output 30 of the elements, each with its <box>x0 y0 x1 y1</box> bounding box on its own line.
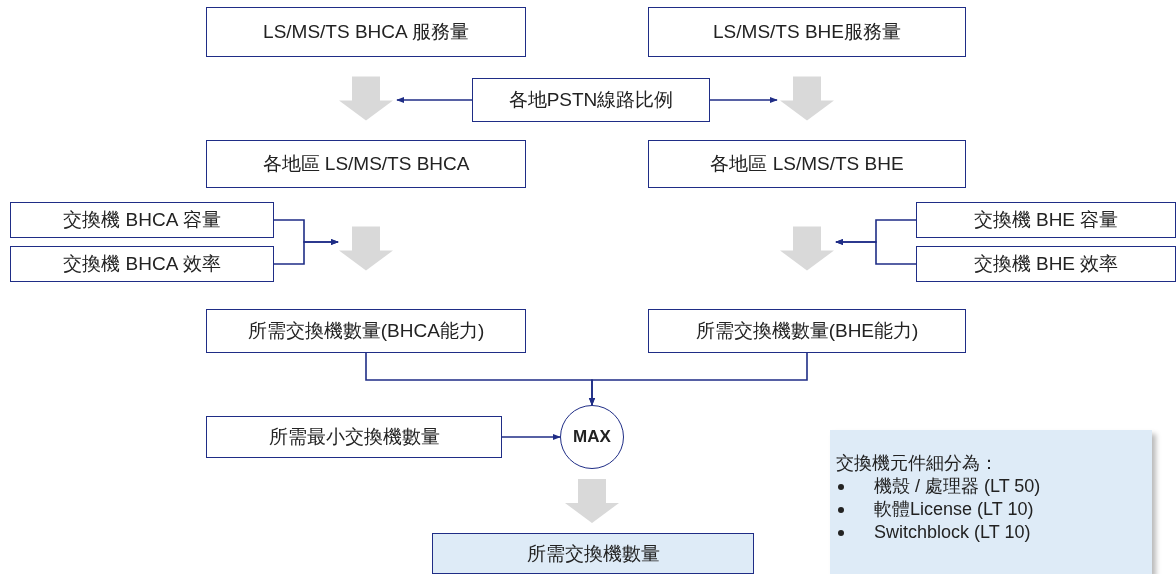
block-arrow <box>565 479 619 523</box>
arrow <box>273 238 339 265</box>
process-box: LS/MS/TS BHE服務量 <box>648 7 966 57</box>
arrow <box>835 238 917 265</box>
process-box: 各地PSTN線路比例 <box>472 78 710 122</box>
process-box: 所需交換機數量(BHE能力) <box>648 309 966 353</box>
arrow <box>396 96 473 104</box>
process-box: 交換機 BHE 效率 <box>916 246 1176 282</box>
note-box <box>830 430 1152 574</box>
bullet-item: 機殼 / 處理器 (LT 50) <box>836 475 1142 498</box>
process-box: LS/MS/TS BHCA 服務量 <box>206 7 526 57</box>
process-box: 所需交換機數量(BHCA能力) <box>206 309 526 353</box>
process-box: 交換機 BHCA 效率 <box>10 246 274 282</box>
process-box: 所需交換機數量 <box>432 533 754 574</box>
block-arrow <box>339 226 393 271</box>
block-arrow <box>339 76 393 121</box>
block-arrow <box>780 226 834 271</box>
process-box: 所需最小交換機數量 <box>206 416 502 458</box>
operator-circle: MAX <box>560 405 624 469</box>
process-box: 交換機 BHCA 容量 <box>10 202 274 238</box>
arrow <box>588 352 808 406</box>
arrow <box>709 96 778 104</box>
bullet-item: 軟體License (LT 10) <box>836 498 1142 521</box>
block-arrow <box>780 76 834 121</box>
process-box: 交換機 BHE 容量 <box>916 202 1176 238</box>
process-box: 各地區 LS/MS/TS BHE <box>648 140 966 188</box>
note-heading: 交換機元件細分為： <box>836 452 999 475</box>
process-box: 各地區 LS/MS/TS BHCA <box>206 140 526 188</box>
arrow <box>501 433 561 441</box>
bullet-item: Switchblock (LT 10) <box>836 521 1142 544</box>
